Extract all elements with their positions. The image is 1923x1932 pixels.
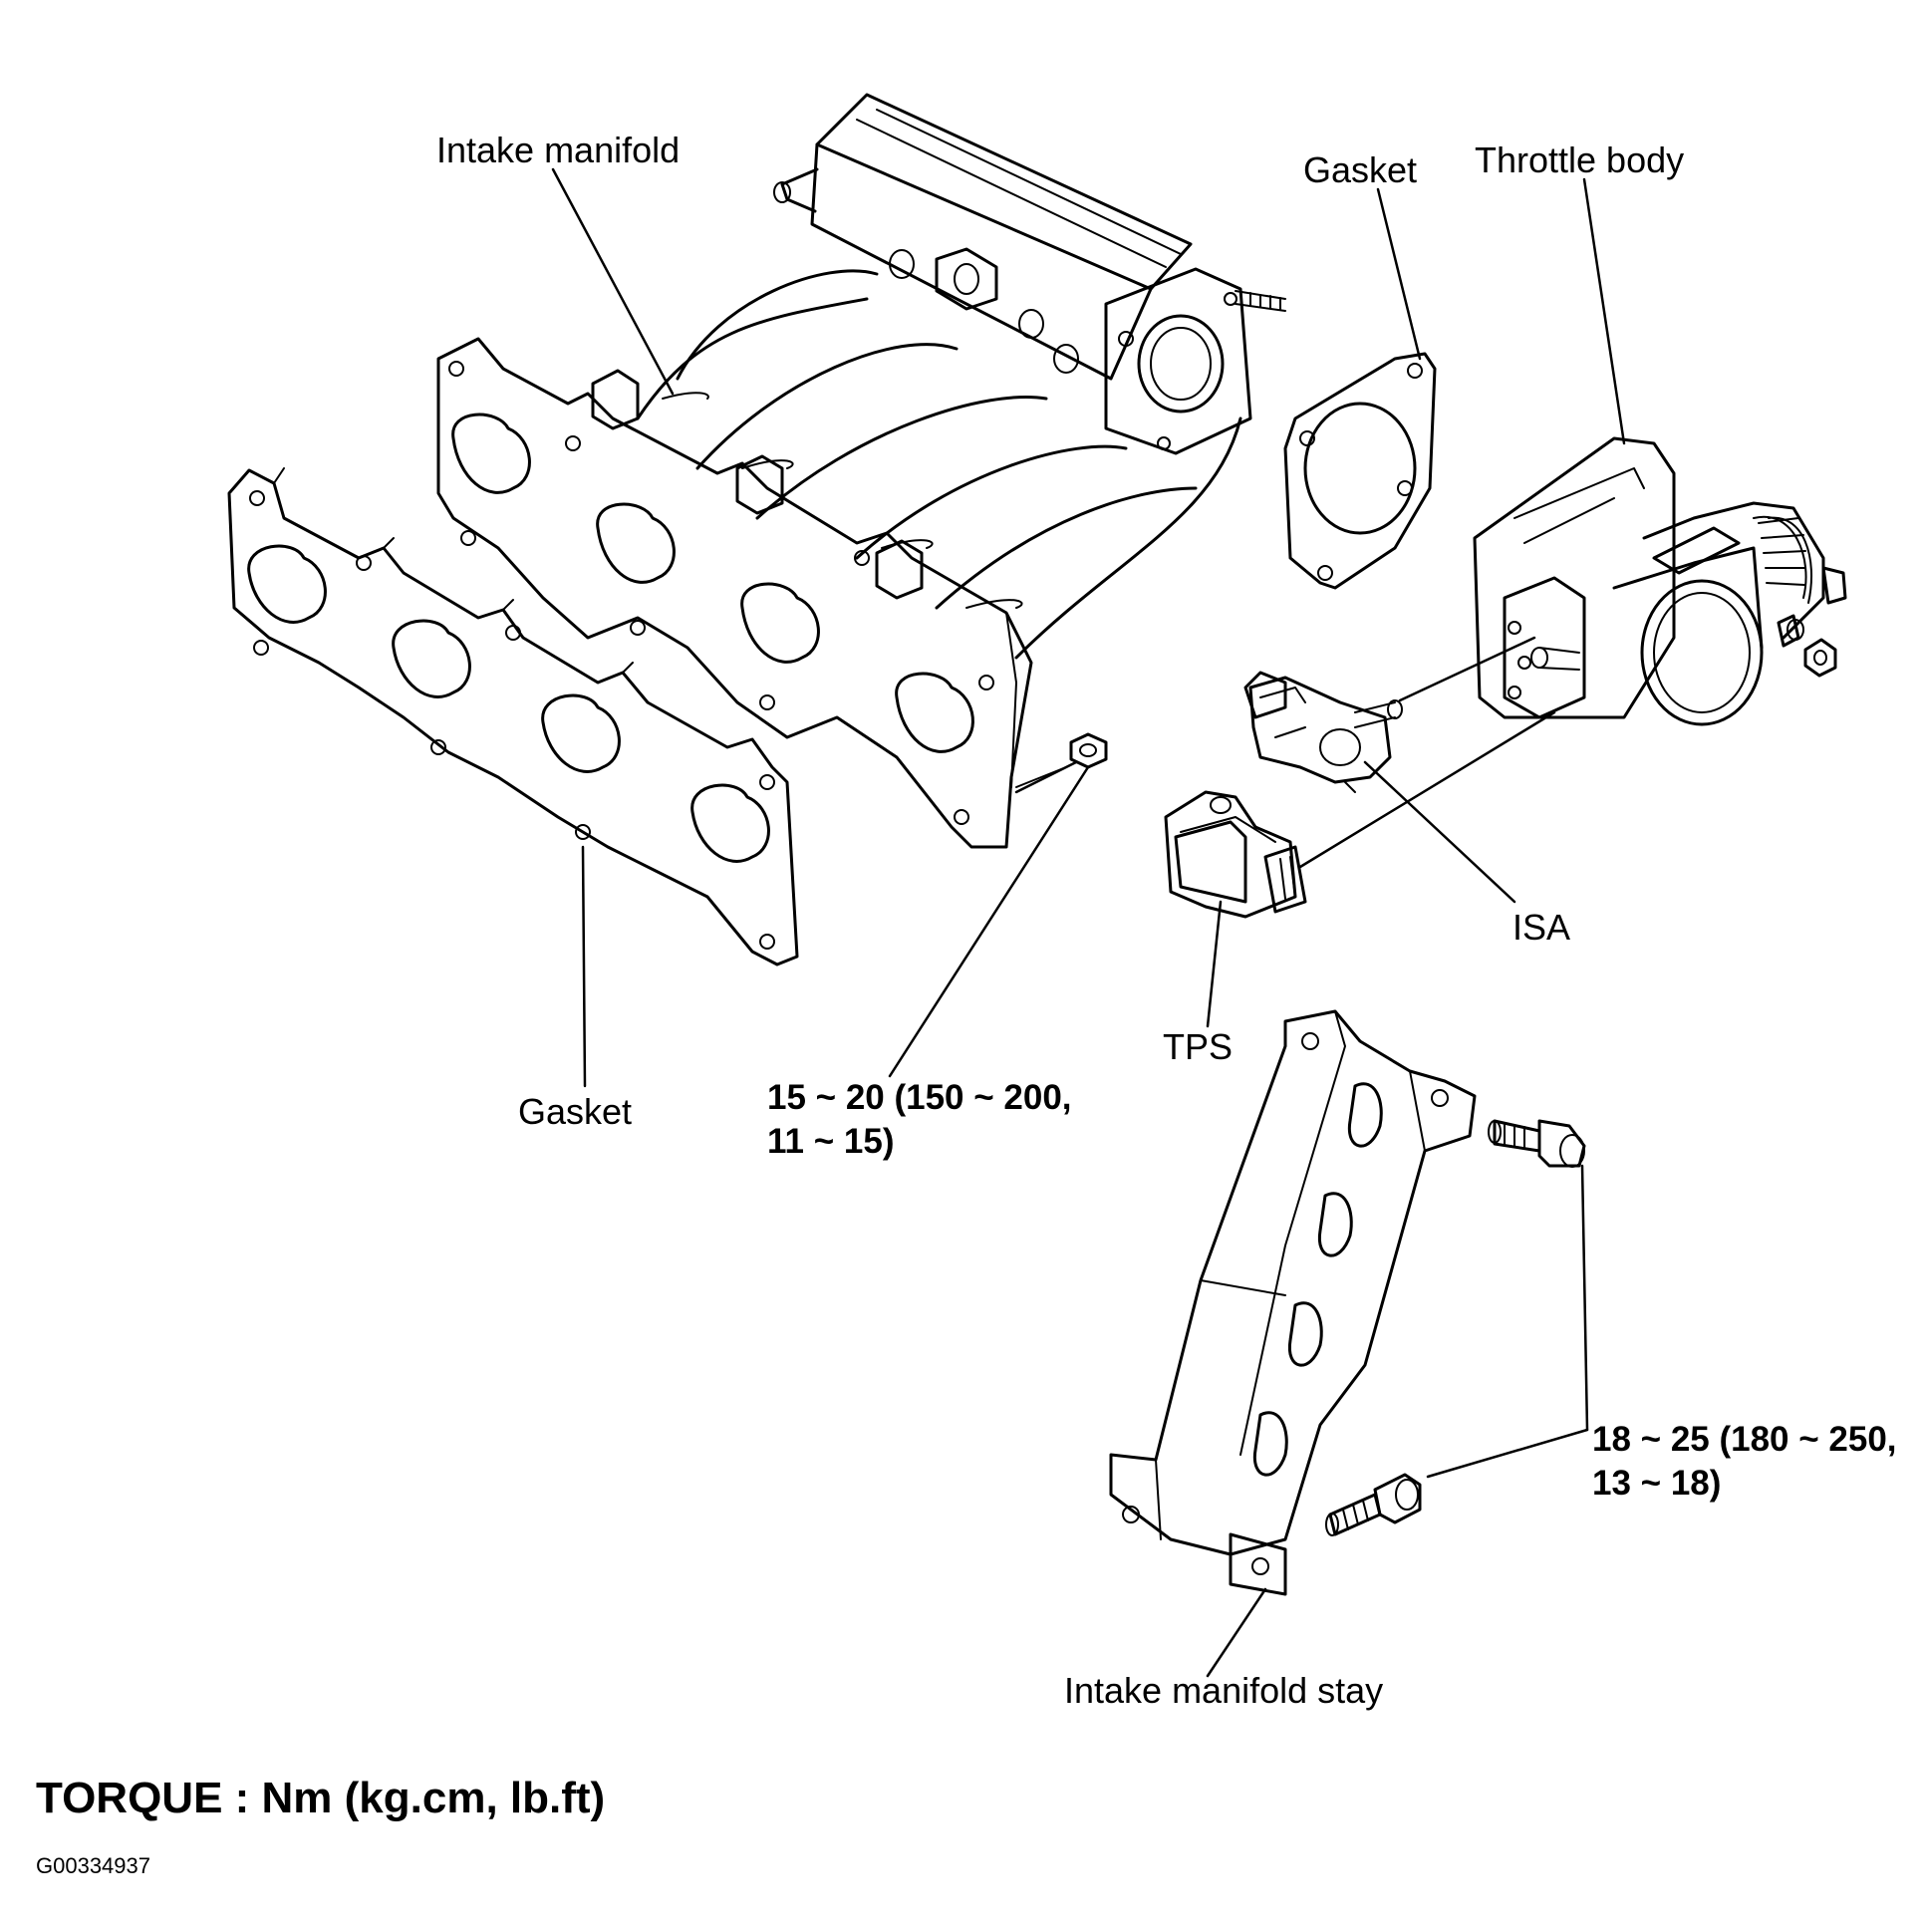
- figure-id: G00334937: [36, 1853, 150, 1878]
- leader-stay-bolt-lower: [1426, 1428, 1589, 1479]
- stay-bolt-upper-drawing: [1488, 1119, 1586, 1168]
- leader-stay: [1206, 1587, 1267, 1678]
- stay-bolt-lower-drawing: [1325, 1473, 1422, 1536]
- leader-lines: [551, 167, 1626, 1678]
- intake-manifold-drawing: [436, 93, 1286, 849]
- torque-units-legend: TORQUE : Nm (kg.cm, lb.ft): [36, 1774, 606, 1822]
- torque-spec-stay-bolt-line1: 18 ~ 25 (180 ~ 250,: [1592, 1420, 1897, 1459]
- torque-spec-manifold-nut-line1: 15 ~ 20 (150 ~ 200,: [767, 1078, 1072, 1117]
- leader-throttle-body: [1582, 177, 1626, 445]
- torque-spec-stay-bolt-line2: 13 ~ 18): [1592, 1464, 1722, 1503]
- leader-intake-manifold: [551, 167, 675, 396]
- leader-tps: [1206, 900, 1223, 1028]
- label-tps: TPS: [1163, 1026, 1234, 1067]
- torque-spec-manifold-nut-line2: 11 ~ 15): [767, 1122, 895, 1161]
- leader-manifold-nut: [888, 765, 1090, 1078]
- label-intake-manifold-stay: Intake manifold stay: [1064, 1670, 1384, 1711]
- label-throttle-gasket: Gasket: [1303, 149, 1418, 190]
- tps-drawing: [1164, 790, 1307, 919]
- label-throttle-body: Throttle body: [1475, 139, 1685, 180]
- manifold-gasket-drawing: [227, 467, 799, 966]
- label-intake-manifold: Intake manifold: [436, 130, 681, 170]
- leader-stay-bolt-upper: [1580, 1164, 1589, 1432]
- leader-nut-stud: [1014, 760, 1078, 794]
- leader-manifold-gasket: [581, 845, 587, 1088]
- torque-spec-manifold-nut: 15 ~ 20 (150 ~ 200, 11 ~ 15): [767, 1076, 1072, 1164]
- intake-manifold-stay-drawing: [1109, 1009, 1477, 1596]
- leader-tps-shaft: [1298, 710, 1556, 869]
- leader-isa: [1363, 760, 1516, 904]
- label-manifold-gasket: Gasket: [518, 1091, 633, 1132]
- throttle-gasket-drawing: [1283, 352, 1437, 590]
- leader-throttle-gasket: [1376, 187, 1422, 361]
- throttle-body-drawing: [1473, 436, 1847, 726]
- label-isa: ISA: [1512, 907, 1571, 948]
- torque-spec-stay-bolt: 18 ~ 25 (180 ~ 250, 13 ~ 18): [1592, 1418, 1897, 1506]
- isa-drawing: [1243, 671, 1403, 793]
- leader-isa-shaft: [1398, 636, 1536, 702]
- manifold-nut-drawing: [1069, 732, 1108, 769]
